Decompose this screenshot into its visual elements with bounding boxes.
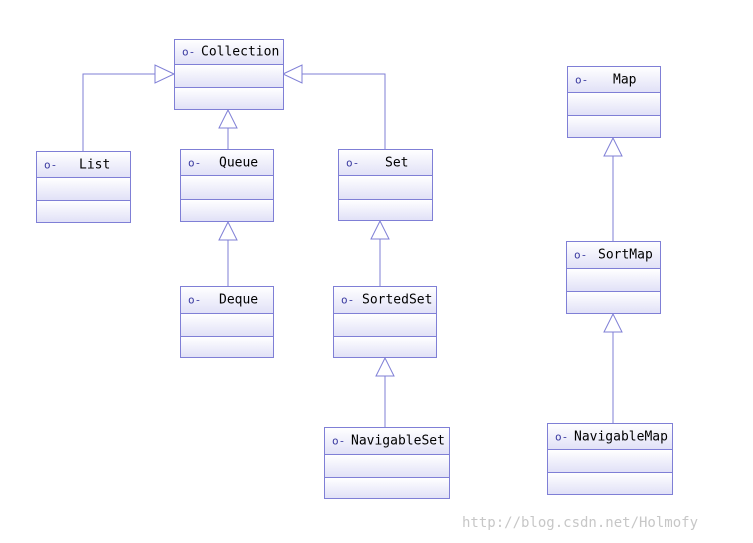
operations-compartment bbox=[325, 478, 449, 498]
class-box-sortmap[interactable]: o- SortMap bbox=[566, 241, 661, 314]
attributes-compartment bbox=[334, 314, 436, 337]
interface-lollipop-icon: o- bbox=[346, 156, 360, 169]
interface-lollipop-icon: o- bbox=[575, 73, 589, 86]
attributes-compartment bbox=[175, 65, 283, 88]
class-name-list: List bbox=[79, 157, 111, 172]
edge-list-collection bbox=[82, 73, 155, 151]
class-name-set: Set bbox=[385, 155, 409, 170]
class-name-map: Map bbox=[613, 72, 637, 87]
operations-compartment bbox=[181, 200, 273, 221]
arrowhead-deque-queue bbox=[218, 220, 238, 241]
class-name-navigablemap: NavigableMap bbox=[574, 429, 668, 444]
interface-lollipop-icon: o- bbox=[182, 45, 196, 59]
class-box-map[interactable]: o- Map bbox=[567, 66, 661, 138]
arrowhead-navigableset-sortedset bbox=[375, 356, 395, 377]
arrowhead-navigablemap-sortmap bbox=[603, 312, 623, 333]
operations-compartment bbox=[37, 201, 130, 222]
operations-compartment bbox=[175, 88, 283, 109]
class-name-deque: Deque bbox=[219, 292, 259, 308]
attributes-compartment bbox=[37, 178, 130, 201]
arrowhead-set-collection bbox=[281, 64, 303, 84]
attributes-compartment bbox=[325, 455, 449, 478]
arrowhead-sortmap-map bbox=[603, 136, 623, 157]
attributes-compartment bbox=[548, 450, 672, 473]
class-box-queue[interactable]: o- Queue bbox=[180, 149, 274, 222]
arrowhead-queue-collection bbox=[218, 108, 238, 129]
attributes-compartment bbox=[181, 314, 273, 337]
attributes-compartment bbox=[181, 176, 273, 200]
attributes-compartment bbox=[339, 176, 432, 200]
operations-compartment bbox=[339, 200, 432, 220]
interface-lollipop-icon: o- bbox=[188, 293, 202, 307]
operations-compartment bbox=[568, 116, 660, 137]
arrowhead-sortedset-set bbox=[370, 219, 390, 240]
class-name-queue: Queue bbox=[219, 155, 259, 170]
watermark-text: http://blog.csdn.net/Holmofy bbox=[462, 515, 699, 531]
class-box-deque[interactable]: o- Deque bbox=[180, 286, 274, 358]
operations-compartment bbox=[567, 292, 660, 313]
class-box-sortedset[interactable]: o- SortedSet bbox=[333, 286, 437, 358]
interface-lollipop-icon: o- bbox=[188, 156, 202, 169]
attributes-compartment bbox=[567, 269, 660, 292]
class-box-collection[interactable]: o- Collection bbox=[174, 39, 284, 110]
class-box-navigableset[interactable]: o- NavigableSet bbox=[324, 427, 450, 499]
class-box-navigablemap[interactable]: o- NavigableMap bbox=[547, 423, 673, 495]
class-name-sortedset: SortedSet bbox=[362, 292, 433, 308]
interface-lollipop-icon: o- bbox=[555, 430, 569, 443]
class-box-set[interactable]: o- Set bbox=[338, 149, 433, 221]
operations-compartment bbox=[334, 337, 436, 357]
interface-lollipop-icon: o- bbox=[341, 293, 355, 307]
interface-lollipop-icon: o- bbox=[574, 248, 588, 262]
arrowhead-list-collection bbox=[154, 64, 176, 84]
class-name-collection: Collection bbox=[201, 44, 280, 60]
interface-lollipop-icon: o- bbox=[332, 434, 346, 448]
class-name-sortmap: SortMap bbox=[598, 247, 653, 263]
operations-compartment bbox=[181, 337, 273, 357]
class-name-navigableset: NavigableSet bbox=[351, 433, 445, 449]
class-box-list[interactable]: o- List bbox=[36, 151, 131, 223]
attributes-compartment bbox=[568, 93, 660, 116]
edge-set-collection bbox=[302, 73, 386, 149]
interface-lollipop-icon: o- bbox=[44, 158, 58, 171]
operations-compartment bbox=[548, 473, 672, 494]
